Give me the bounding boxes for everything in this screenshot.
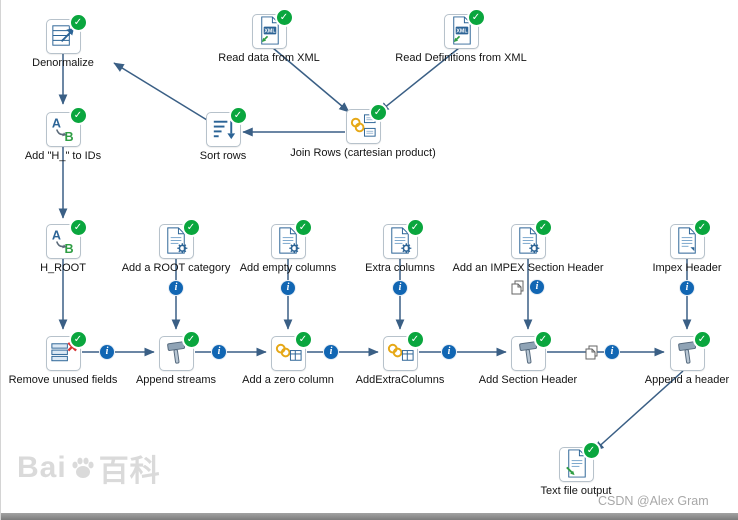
node-label: Extra columns xyxy=(365,262,435,274)
hop-info-icon: i xyxy=(100,345,114,359)
hop-info-icon: i xyxy=(605,345,619,359)
node-label: Denormalize xyxy=(32,57,94,69)
xml-file-icon: ✓ xyxy=(443,8,486,49)
hop-info-icon: i xyxy=(393,281,407,295)
string-replace-icon: ✓ xyxy=(45,106,88,147)
node-label: Add an IMPEX Section Header xyxy=(452,262,604,274)
sort-rows-icon: ✓ xyxy=(205,106,248,147)
document-icon: ✓ xyxy=(669,218,712,259)
csdn-watermark: CSDN @Alex Gram xyxy=(598,494,709,508)
node-label: Join Rows (cartesian product) xyxy=(290,147,436,159)
status-check-icon: ✓ xyxy=(181,330,201,349)
node-label: Text file output xyxy=(540,485,612,497)
node-read-definitions-from-xml[interactable]: ✓ Read Definitions from XML xyxy=(371,8,551,64)
node-label: Add a ROOT category xyxy=(121,262,231,274)
hop-info-icon: i xyxy=(281,281,295,295)
node-label: Read data from XML xyxy=(218,52,320,64)
status-check-icon: ✓ xyxy=(581,441,601,460)
node-h-root[interactable]: ✓ H_ROOT xyxy=(1,218,153,274)
add-constants-icon: ✓ xyxy=(158,218,201,259)
hop-info-icon: i xyxy=(169,281,183,295)
baidu-watermark-text: 百科 xyxy=(98,455,161,488)
status-check-icon: ✓ xyxy=(274,8,294,27)
status-check-icon: ✓ xyxy=(293,218,313,237)
hop-info-icon: i xyxy=(680,281,694,295)
node-label: Add Section Header xyxy=(478,374,578,386)
copy-rows-icon xyxy=(511,280,525,295)
xml-file-icon: ✓ xyxy=(251,8,294,49)
status-check-icon: ✓ xyxy=(181,218,201,237)
hop-append-header-to-text-output[interactable] xyxy=(593,370,684,452)
node-sort-rows[interactable]: ✓ Sort rows xyxy=(133,106,313,162)
node-label: Remove unused fields xyxy=(8,374,118,386)
merge-join-icon: ✓ xyxy=(270,330,313,371)
node-join-rows[interactable]: ✓ Join Rows (cartesian product) xyxy=(273,103,453,159)
node-label: Append a header xyxy=(644,374,730,386)
node-label: Sort rows xyxy=(199,150,247,162)
add-constants-icon: ✓ xyxy=(510,218,553,259)
status-check-icon: ✓ xyxy=(68,218,88,237)
node-add-a-root-category[interactable]: ✓ Add a ROOT category xyxy=(86,218,266,274)
node-label: Add a zero column xyxy=(242,374,334,386)
status-check-icon: ✓ xyxy=(68,330,88,349)
node-read-data-from-xml[interactable]: ✓ Read data from XML xyxy=(179,8,359,64)
denormalize-icon: ✓ xyxy=(45,13,88,54)
node-text-file-output[interactable]: ✓ Text file output xyxy=(486,441,666,497)
string-replace-icon: ✓ xyxy=(45,218,88,259)
node-label: AddExtraColumns xyxy=(355,374,445,386)
status-check-icon: ✓ xyxy=(293,330,313,349)
node-label: Add empty columns xyxy=(239,262,337,274)
baidu-watermark-text: Bai xyxy=(17,451,67,484)
node-remove-unused-fields[interactable]: ✓ Remove unused fields xyxy=(1,330,153,386)
node-extra-columns[interactable]: ✓ Extra columns xyxy=(310,218,490,274)
node-add-empty-columns[interactable]: ✓ Add empty columns xyxy=(198,218,378,274)
node-addextracolumns[interactable]: ✓ AddExtraColumns xyxy=(310,330,490,386)
add-constants-icon: ✓ xyxy=(382,218,425,259)
status-check-icon: ✓ xyxy=(533,218,553,237)
node-label: Add "H_" to IDs xyxy=(24,150,102,162)
node-label: H_ROOT xyxy=(40,262,86,274)
node-add-section-header[interactable]: ✓ Add Section Header xyxy=(438,330,618,386)
node-append-a-header[interactable]: ✓ Append a header xyxy=(597,330,738,386)
hop-read-defs-to-join[interactable] xyxy=(378,47,460,113)
node-label: Append streams xyxy=(135,374,217,386)
hop-info-icon: i xyxy=(324,345,338,359)
node-label: Read Definitions from XML xyxy=(395,52,527,64)
hop-info-icon: i xyxy=(212,345,226,359)
status-check-icon: ✓ xyxy=(228,106,248,125)
status-check-icon: ✓ xyxy=(405,218,425,237)
text-file-output-icon: ✓ xyxy=(558,441,601,482)
status-check-icon: ✓ xyxy=(692,218,712,237)
copy-rows-icon xyxy=(585,345,599,360)
node-label: Impex Header xyxy=(652,262,722,274)
node-add-a-zero-column[interactable]: ✓ Add a zero column xyxy=(198,330,378,386)
status-check-icon: ✓ xyxy=(533,330,553,349)
baidu-watermark: Bai 百科 xyxy=(17,446,161,490)
status-check-icon: ✓ xyxy=(405,330,425,349)
append-streams-icon: ✓ xyxy=(669,330,712,371)
status-check-icon: ✓ xyxy=(68,106,88,125)
status-check-icon: ✓ xyxy=(68,13,88,32)
append-streams-icon: ✓ xyxy=(158,330,201,371)
node-append-streams[interactable]: ✓ Append streams xyxy=(86,330,266,386)
hop-sort-to-denormalize[interactable] xyxy=(113,62,208,121)
node-add-h-to-ids[interactable]: ✓ Add "H_" to IDs xyxy=(1,106,153,162)
status-check-icon: ✓ xyxy=(466,8,486,27)
merge-join-icon: ✓ xyxy=(382,330,425,371)
status-check-icon: ✓ xyxy=(368,103,388,122)
status-check-icon: ✓ xyxy=(692,330,712,349)
hop-read-data-to-join[interactable] xyxy=(272,47,350,113)
hop-info-icon: i xyxy=(530,280,544,294)
bottom-scrollbar[interactable] xyxy=(1,513,738,520)
remove-fields-icon: ✓ xyxy=(45,330,88,371)
hop-info-icon: i xyxy=(442,345,456,359)
baidu-paw-icon xyxy=(72,457,94,478)
node-denormalize[interactable]: ✓ Denormalize xyxy=(1,13,153,69)
node-impex-header[interactable]: ✓ Impex Header xyxy=(597,218,738,274)
append-streams-icon: ✓ xyxy=(510,330,553,371)
node-add-an-impex-section-header[interactable]: ✓ Add an IMPEX Section Header xyxy=(438,218,618,274)
add-constants-icon: ✓ xyxy=(270,218,313,259)
join-rows-icon: ✓ xyxy=(345,103,388,144)
